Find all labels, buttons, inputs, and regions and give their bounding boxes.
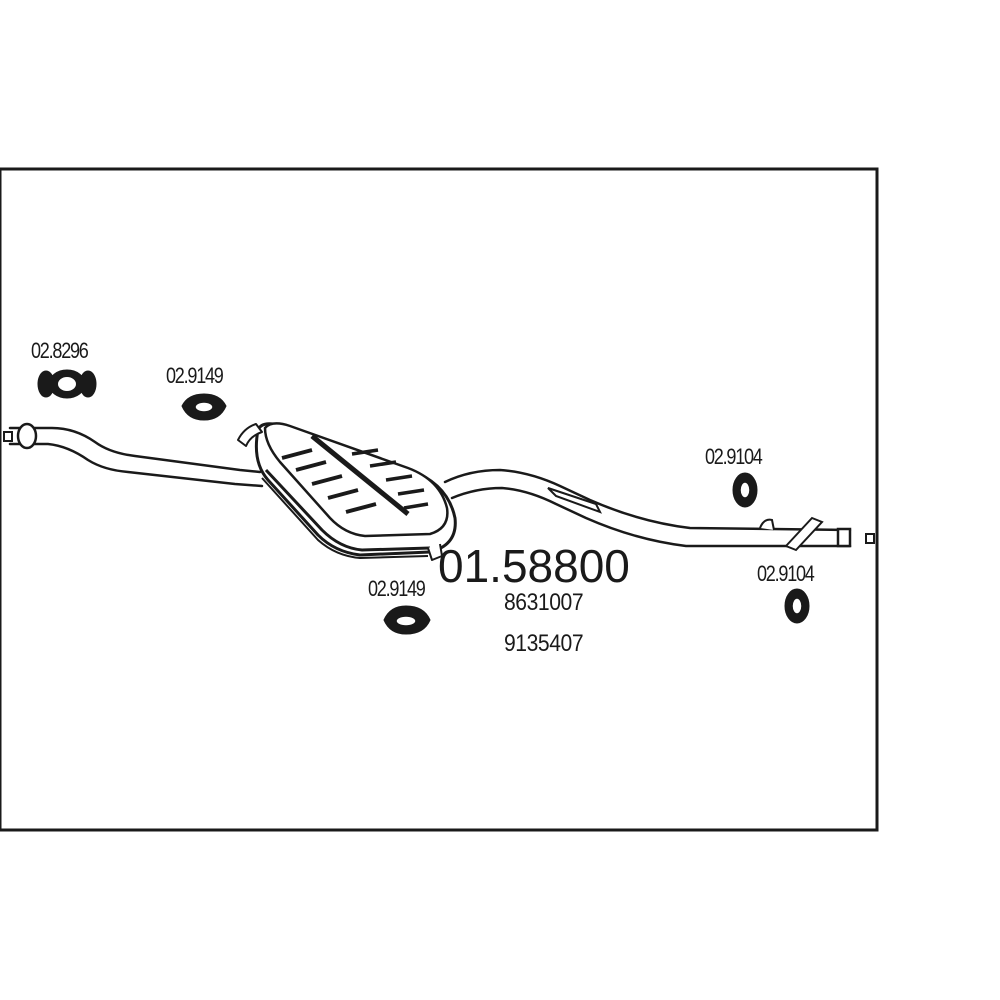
rubber-hanger-icon — [383, 605, 431, 635]
hanger-part-number: 02.9149 — [368, 576, 426, 601]
oem-number: 8631007 — [504, 589, 584, 616]
clamp-part-number: 02.8296 — [31, 338, 89, 363]
front-flange-stub — [3, 431, 13, 442]
ring-part-number: 02.9104 — [757, 561, 815, 586]
rubber-ring-icon — [784, 588, 810, 624]
muffler — [237, 422, 457, 561]
rubber-ring-icon — [732, 472, 758, 508]
rear-pipe-bracket — [547, 487, 603, 514]
main-part-number: 01.58800 — [438, 540, 630, 592]
oem-number: 9135407 — [504, 630, 584, 657]
hanger-part-number: 02.9149 — [166, 363, 224, 388]
rear-pipe-end — [836, 527, 852, 548]
rear-pipe-stub — [865, 533, 875, 544]
rear-pipe — [443, 468, 852, 548]
clamp-icon — [37, 369, 97, 399]
front-pipe — [8, 426, 264, 488]
front-flange — [16, 422, 38, 450]
ring-part-number: 02.9104 — [705, 444, 763, 469]
diagram-frame — [0, 167, 879, 832]
rubber-hanger-icon — [181, 393, 227, 421]
rear-hanger-bracket-1 — [759, 518, 775, 531]
rear-hanger-bracket-2 — [784, 516, 824, 552]
